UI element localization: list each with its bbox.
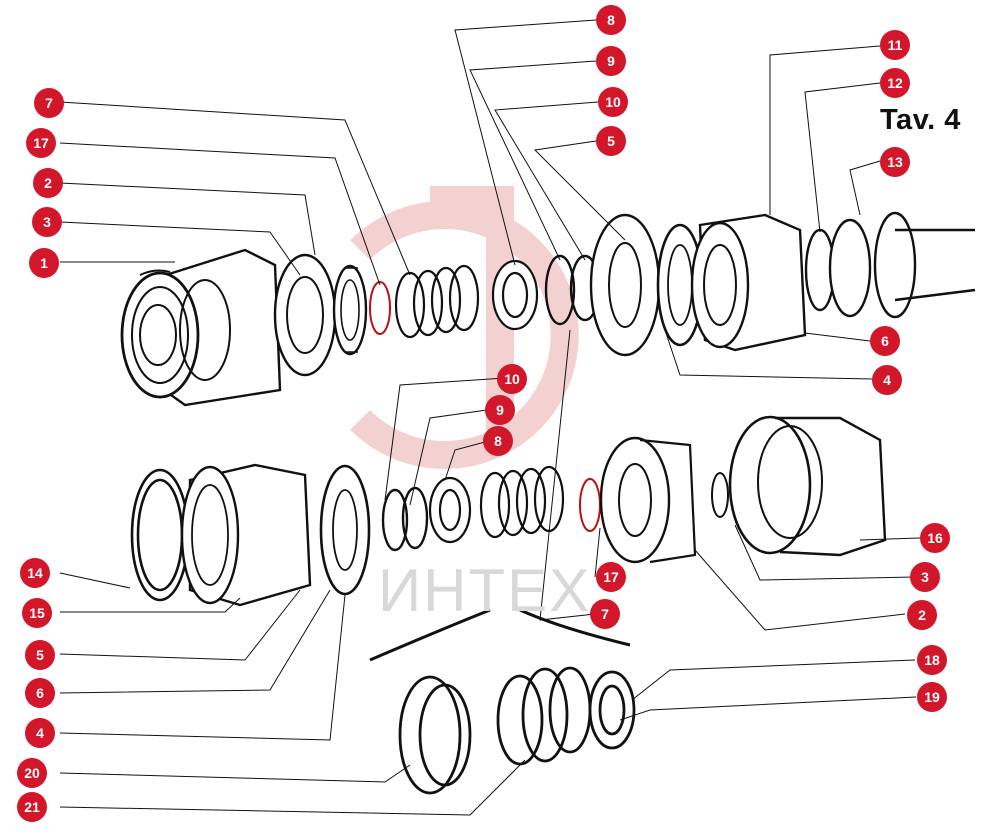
callout-17-bottom[interactable]: 17 — [596, 562, 626, 592]
callout-6-top[interactable]: 6 — [870, 326, 900, 356]
part-clutch-drum-top — [690, 213, 807, 352]
callout-10-bottom[interactable]: 10 — [497, 364, 527, 394]
callout-9-bottom[interactable]: 9 — [485, 395, 515, 425]
callout-3-top[interactable]: 3 — [32, 207, 62, 237]
callout-4-bottom[interactable]: 4 — [25, 718, 55, 748]
part-seat-bottom — [428, 476, 472, 544]
callout-11[interactable]: 11 — [880, 30, 910, 60]
callout-20[interactable]: 20 — [17, 758, 47, 788]
part-gear-bottom — [319, 464, 371, 596]
callout-4-top[interactable]: 4 — [872, 365, 902, 395]
part-snaprings-bottom — [381, 486, 429, 552]
callout-5-bottom[interactable]: 5 — [25, 640, 55, 670]
table-title: Tav. 4 — [880, 104, 961, 136]
part-seat-18-19 — [588, 670, 636, 750]
callout-7-top[interactable]: 7 — [34, 88, 64, 118]
part-spring-21 — [496, 666, 592, 766]
watermark-gear — [350, 186, 579, 469]
callout-14[interactable]: 14 — [20, 558, 50, 588]
part-spring-top — [394, 264, 480, 339]
part-hub-bottom — [599, 436, 697, 564]
callout-6-bottom[interactable]: 6 — [25, 678, 55, 708]
callout-1[interactable]: 1 — [29, 248, 59, 278]
callout-3-bottom[interactable]: 3 — [910, 562, 940, 592]
detail-bracket — [369, 608, 631, 662]
part-washer-right-bottom — [711, 472, 729, 518]
callout-2-top[interactable]: 2 — [33, 168, 63, 198]
callout-10-top[interactable]: 10 — [598, 87, 628, 117]
callout-19[interactable]: 19 — [917, 682, 947, 712]
part-drum-bottom — [728, 415, 887, 557]
callout-17-top[interactable]: 17 — [26, 128, 56, 158]
watermark-text: ИНТЕХ — [378, 557, 592, 624]
callout-7-bottom[interactable]: 7 — [590, 599, 620, 629]
callout-16[interactable]: 16 — [920, 523, 950, 553]
part-rings-right-top — [804, 211, 976, 319]
part-spring-bottom — [479, 465, 565, 539]
callout-2-bottom[interactable]: 2 — [907, 600, 937, 630]
callout-18[interactable]: 18 — [917, 645, 947, 675]
callout-15[interactable]: 15 — [22, 598, 52, 628]
callout-21[interactable]: 21 — [17, 792, 47, 822]
callout-8-top[interactable]: 8 — [596, 5, 626, 35]
part-gear-top — [332, 264, 368, 356]
part-drum-top — [120, 248, 282, 407]
callout-12[interactable]: 12 — [880, 68, 910, 98]
part-piston-bottom — [180, 463, 312, 607]
part-washer-top — [369, 281, 391, 335]
callout-13[interactable]: 13 — [880, 147, 910, 177]
callout-8-bottom[interactable]: 8 — [483, 426, 513, 456]
leader-lines — [59, 19, 921, 816]
part-seat-top — [491, 259, 539, 331]
callout-5-top[interactable]: 5 — [596, 126, 626, 156]
callout-9-top[interactable]: 9 — [596, 46, 626, 76]
part-plate-top — [589, 213, 661, 357]
part-washer-bottom — [579, 478, 601, 532]
part-cup-20 — [398, 675, 472, 795]
part-ring-top — [273, 253, 337, 377]
part-ring-14 — [130, 468, 190, 602]
